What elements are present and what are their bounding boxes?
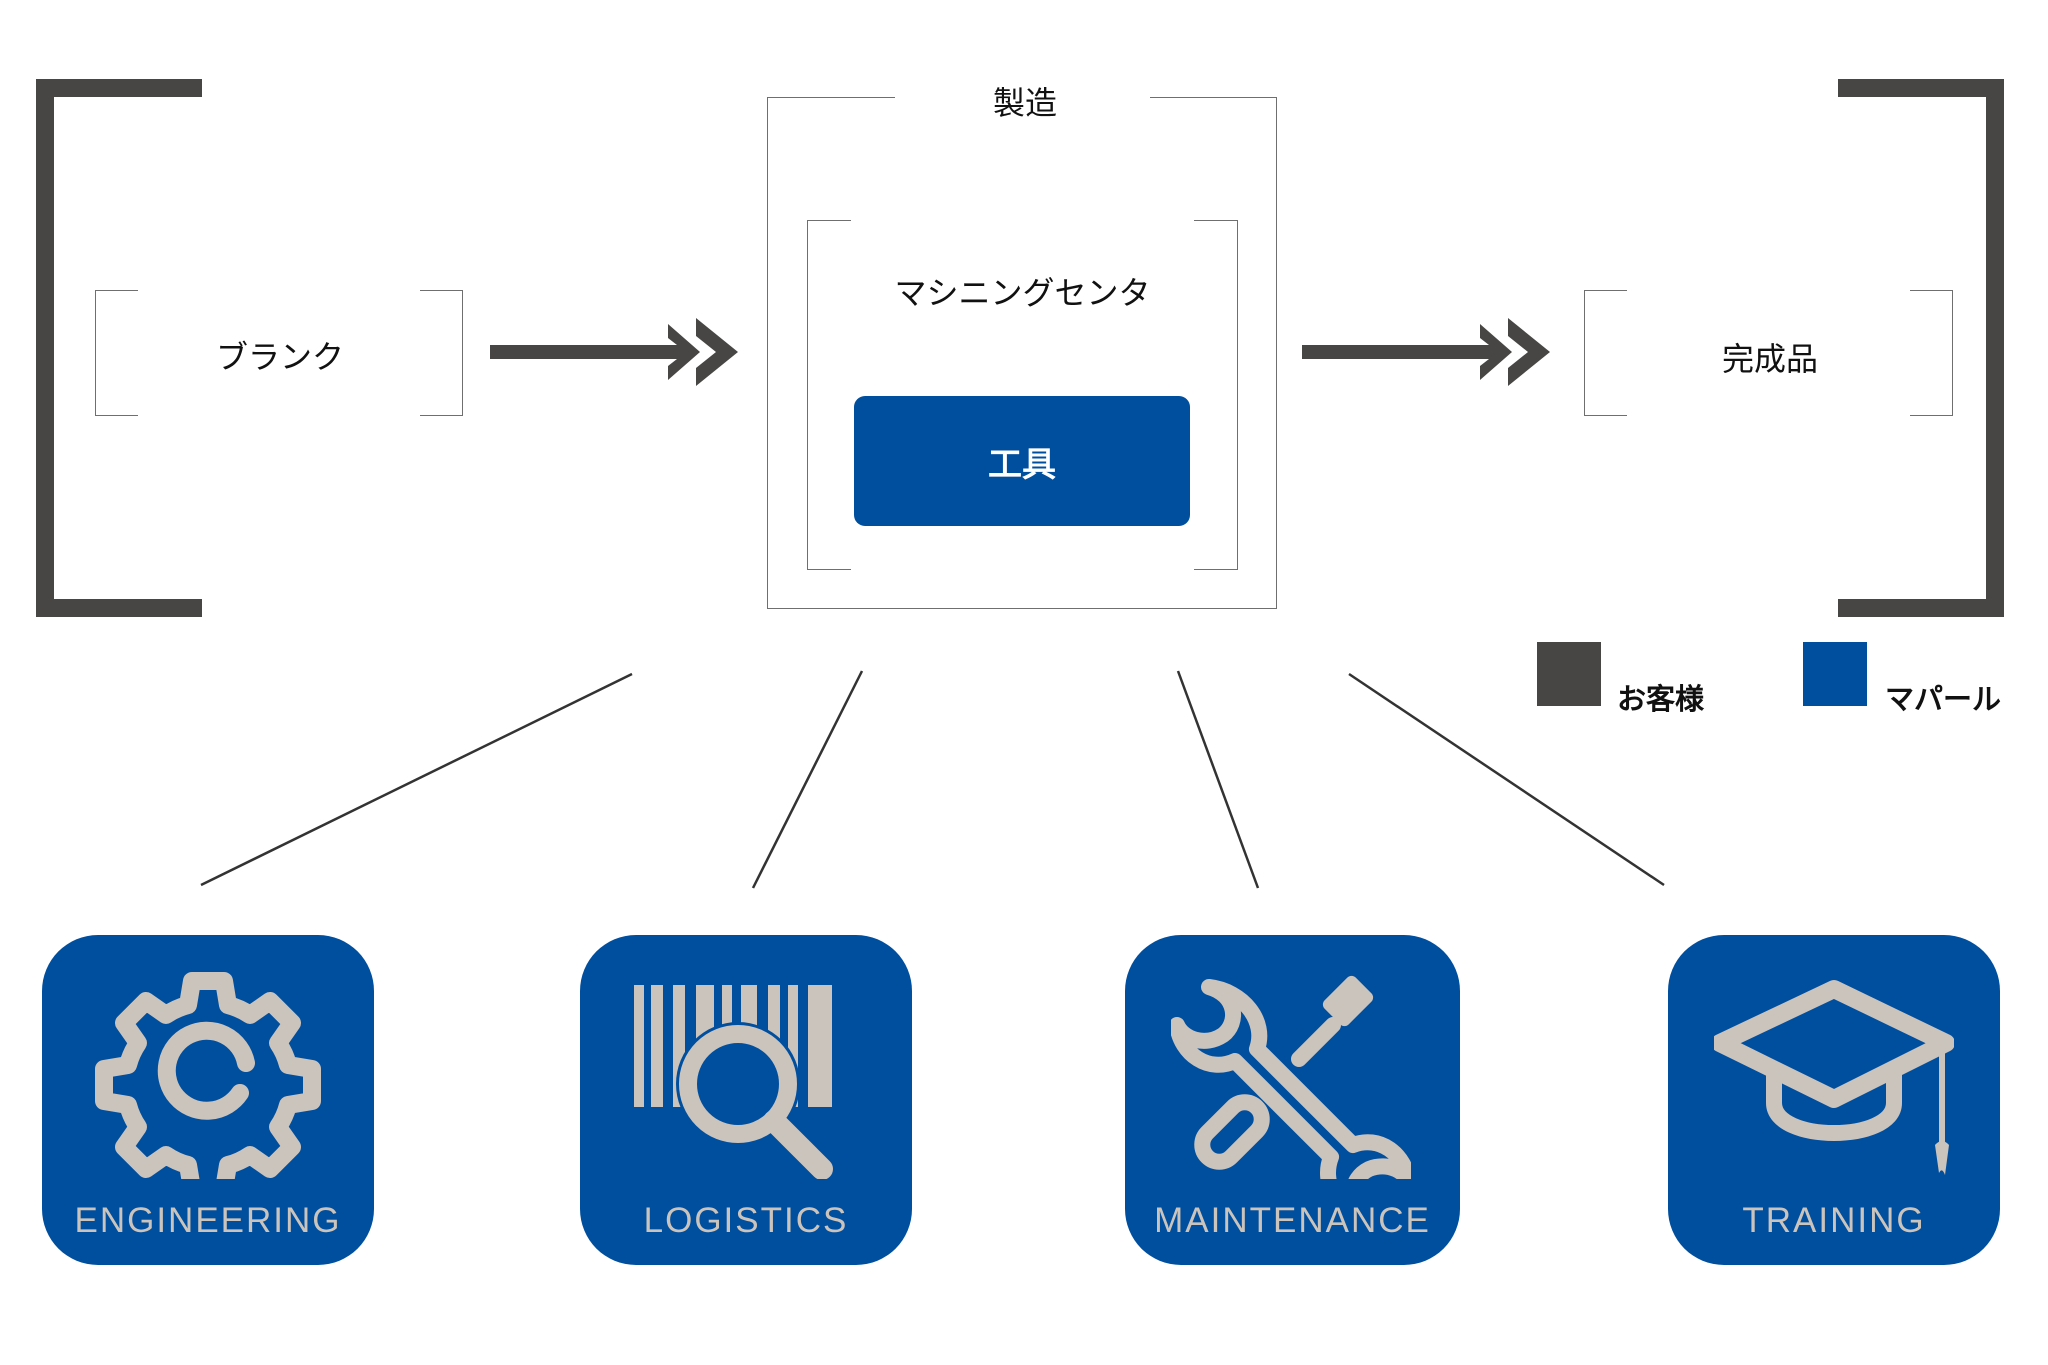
connector-training xyxy=(1348,672,1665,887)
blank-bracket-left xyxy=(95,290,138,416)
legend-label-customer: お客様 xyxy=(1617,682,1705,716)
customer-bracket-right xyxy=(1838,79,2004,617)
customer-bracket-left xyxy=(36,79,202,617)
graduation-cap-icon xyxy=(1714,980,1954,1175)
finished-label: 完成品 xyxy=(1721,340,1818,378)
connector-engineering xyxy=(200,672,633,887)
tool-label: 工具 xyxy=(988,444,1056,485)
tile-label-training: TRAINING xyxy=(1742,1201,1926,1240)
manufacturing-frame-top-left xyxy=(767,97,895,98)
tile-label-maintenance: MAINTENANCE xyxy=(1154,1201,1431,1240)
manufacturing-frame xyxy=(767,97,1277,609)
service-tile-training[interactable]: TRAINING xyxy=(1668,935,2000,1265)
legend-label-mapal: マパール xyxy=(1885,682,2002,716)
flow-arrow-1 xyxy=(490,318,750,388)
connector-maintenance xyxy=(1176,670,1260,889)
legend-swatch-mapal xyxy=(1803,642,1867,706)
flow-arrow-2 xyxy=(1302,318,1562,388)
machining-bracket-right xyxy=(1194,220,1238,570)
machining-bracket-left xyxy=(807,220,851,570)
blank-label: ブランク xyxy=(215,338,344,376)
service-tile-logistics[interactable]: LOGISTICS xyxy=(580,935,912,1265)
barcode-search-icon xyxy=(634,985,833,1179)
finished-bracket-right xyxy=(1910,290,1953,416)
wrench-screwdriver-icon xyxy=(1171,975,1411,1179)
gear-icon xyxy=(95,972,321,1179)
manufacturing-frame-top-right xyxy=(1150,97,1277,98)
service-tile-engineering[interactable]: ENGINEERING xyxy=(42,935,374,1265)
manufacturing-title: 製造 xyxy=(992,84,1057,122)
connector-logistics xyxy=(751,670,864,889)
machining-center-label: マシニングセンタ xyxy=(894,274,1151,312)
tool-box: 工具 xyxy=(854,396,1190,526)
service-tile-maintenance[interactable]: MAINTENANCE xyxy=(1125,935,1460,1265)
tile-label-logistics: LOGISTICS xyxy=(643,1201,849,1240)
blank-bracket-right xyxy=(420,290,463,416)
tile-label-engineering: ENGINEERING xyxy=(74,1201,342,1240)
finished-bracket-left xyxy=(1584,290,1627,416)
legend-swatch-customer xyxy=(1537,642,1601,706)
